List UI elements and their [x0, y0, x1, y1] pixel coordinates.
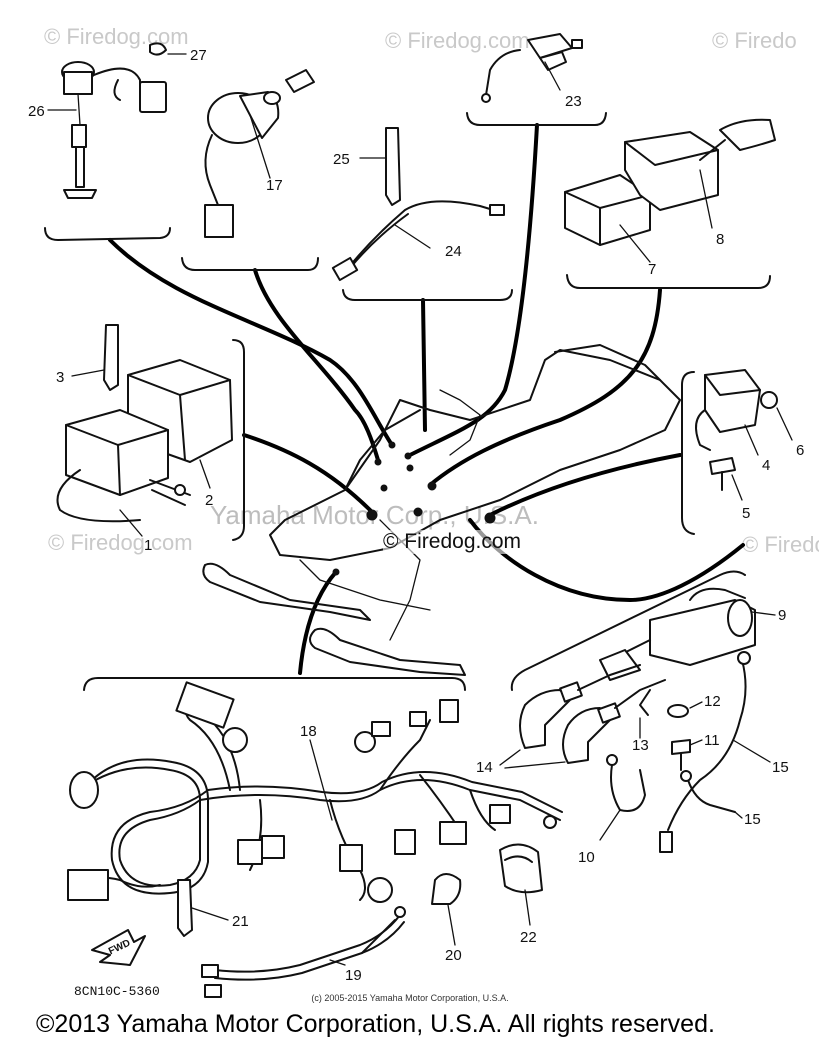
label-10: 10: [578, 849, 595, 866]
label-9: 9: [778, 607, 786, 624]
label-3: 3: [56, 369, 64, 386]
part-26-27-assembly: [61, 42, 167, 199]
label-12: 12: [704, 693, 721, 710]
label-4: 4: [762, 457, 770, 474]
part-number-labels: 27 26 17 25 24 23 8 7 3 2 1 6 4 5 9 12 1…: [28, 47, 804, 984]
part-18-wire-harness: [67, 681, 563, 903]
watermark-top-mid: © Firedog.com: [385, 28, 530, 53]
label-7: 7: [648, 261, 656, 278]
watermark-top-left: © Firedog.com: [44, 24, 189, 49]
label-20: 20: [445, 947, 462, 964]
watermark-mid-left: © Firedog.com: [48, 530, 193, 555]
part-14-plug-caps: [519, 664, 666, 764]
part-20-22-clamps: [431, 843, 543, 905]
label-17: 17: [266, 177, 283, 194]
part-21-cable-tie: [177, 879, 193, 937]
watermark-top-right: © Firedo: [712, 28, 797, 53]
fwd-arrow: FWD: [91, 929, 146, 966]
firedog-credit: © Firedog.com: [383, 530, 522, 554]
callout-leaders: [47, 53, 793, 966]
part-10-16-small-items: [606, 651, 751, 853]
label-15-upper: 15: [772, 759, 789, 776]
label-24: 24: [445, 243, 462, 260]
part-17-ignition-switch: [204, 69, 315, 238]
label-6: 6: [796, 442, 804, 459]
label-19: 19: [345, 967, 362, 984]
label-25: 25: [333, 151, 350, 168]
label-15-lower: 15: [744, 811, 761, 828]
part-9-ignition-coil: [599, 587, 756, 681]
label-23: 23: [565, 93, 582, 110]
label-27: 27: [190, 47, 207, 64]
label-22: 22: [520, 929, 537, 946]
part-7-8-cdi-unit: [564, 118, 776, 246]
part-4-5-6-relay: [695, 369, 778, 491]
label-2: 2: [205, 492, 213, 509]
label-26: 26: [28, 103, 45, 120]
label-1: 1: [144, 537, 152, 554]
label-13: 13: [632, 737, 649, 754]
part-19-sub-lead: [201, 906, 406, 998]
label-8: 8: [716, 231, 724, 248]
label-21: 21: [232, 913, 249, 930]
leader-lines: [108, 123, 745, 675]
part-23-switch: [481, 33, 583, 103]
label-11: 11: [704, 732, 720, 749]
part-24-lead-wire: [331, 200, 505, 282]
copyright-notice: ©2013 Yamaha Motor Corporation, U.S.A. A…: [36, 1010, 715, 1038]
diagram-reference-code: 8CN10C-5360: [74, 984, 160, 999]
group-brackets: [44, 112, 771, 691]
part-1-2-3-regulator: [56, 324, 233, 523]
watermark-mid-right: © Firedo: [742, 532, 819, 557]
label-5: 5: [742, 505, 750, 522]
label-14: 14: [476, 759, 493, 776]
part-25-cable-tie: [385, 127, 401, 206]
label-18: 18: [300, 723, 317, 740]
small-copyright: (c) 2005-2015 Yamaha Motor Corporation, …: [311, 993, 509, 1003]
